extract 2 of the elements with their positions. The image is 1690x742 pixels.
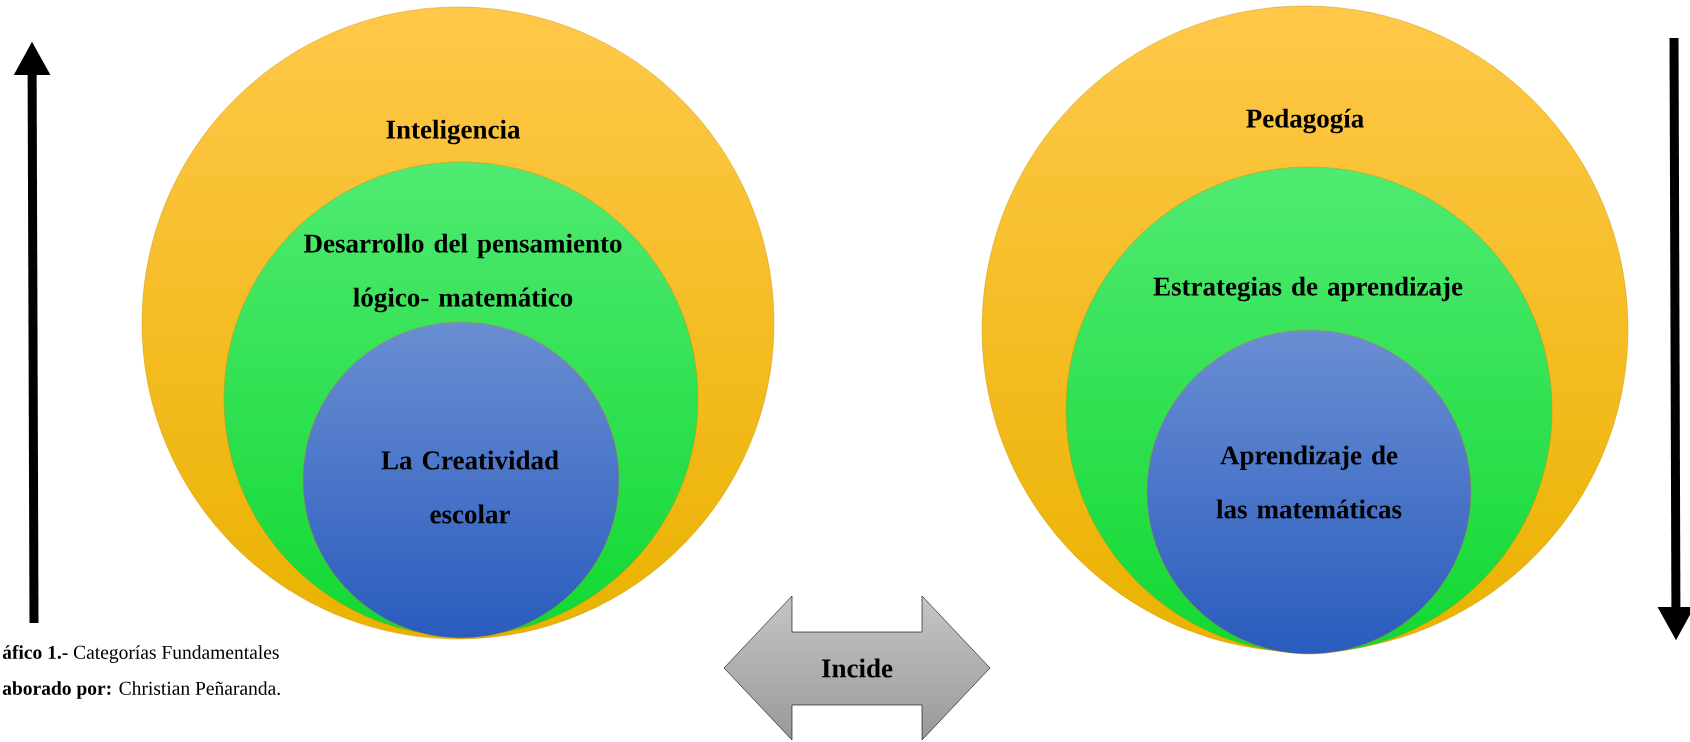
caption-text: áfico 1.- Categorías Fundamentales [2,645,279,663]
caption-text: aborado por: Christian Peñaranda. [2,681,280,699]
